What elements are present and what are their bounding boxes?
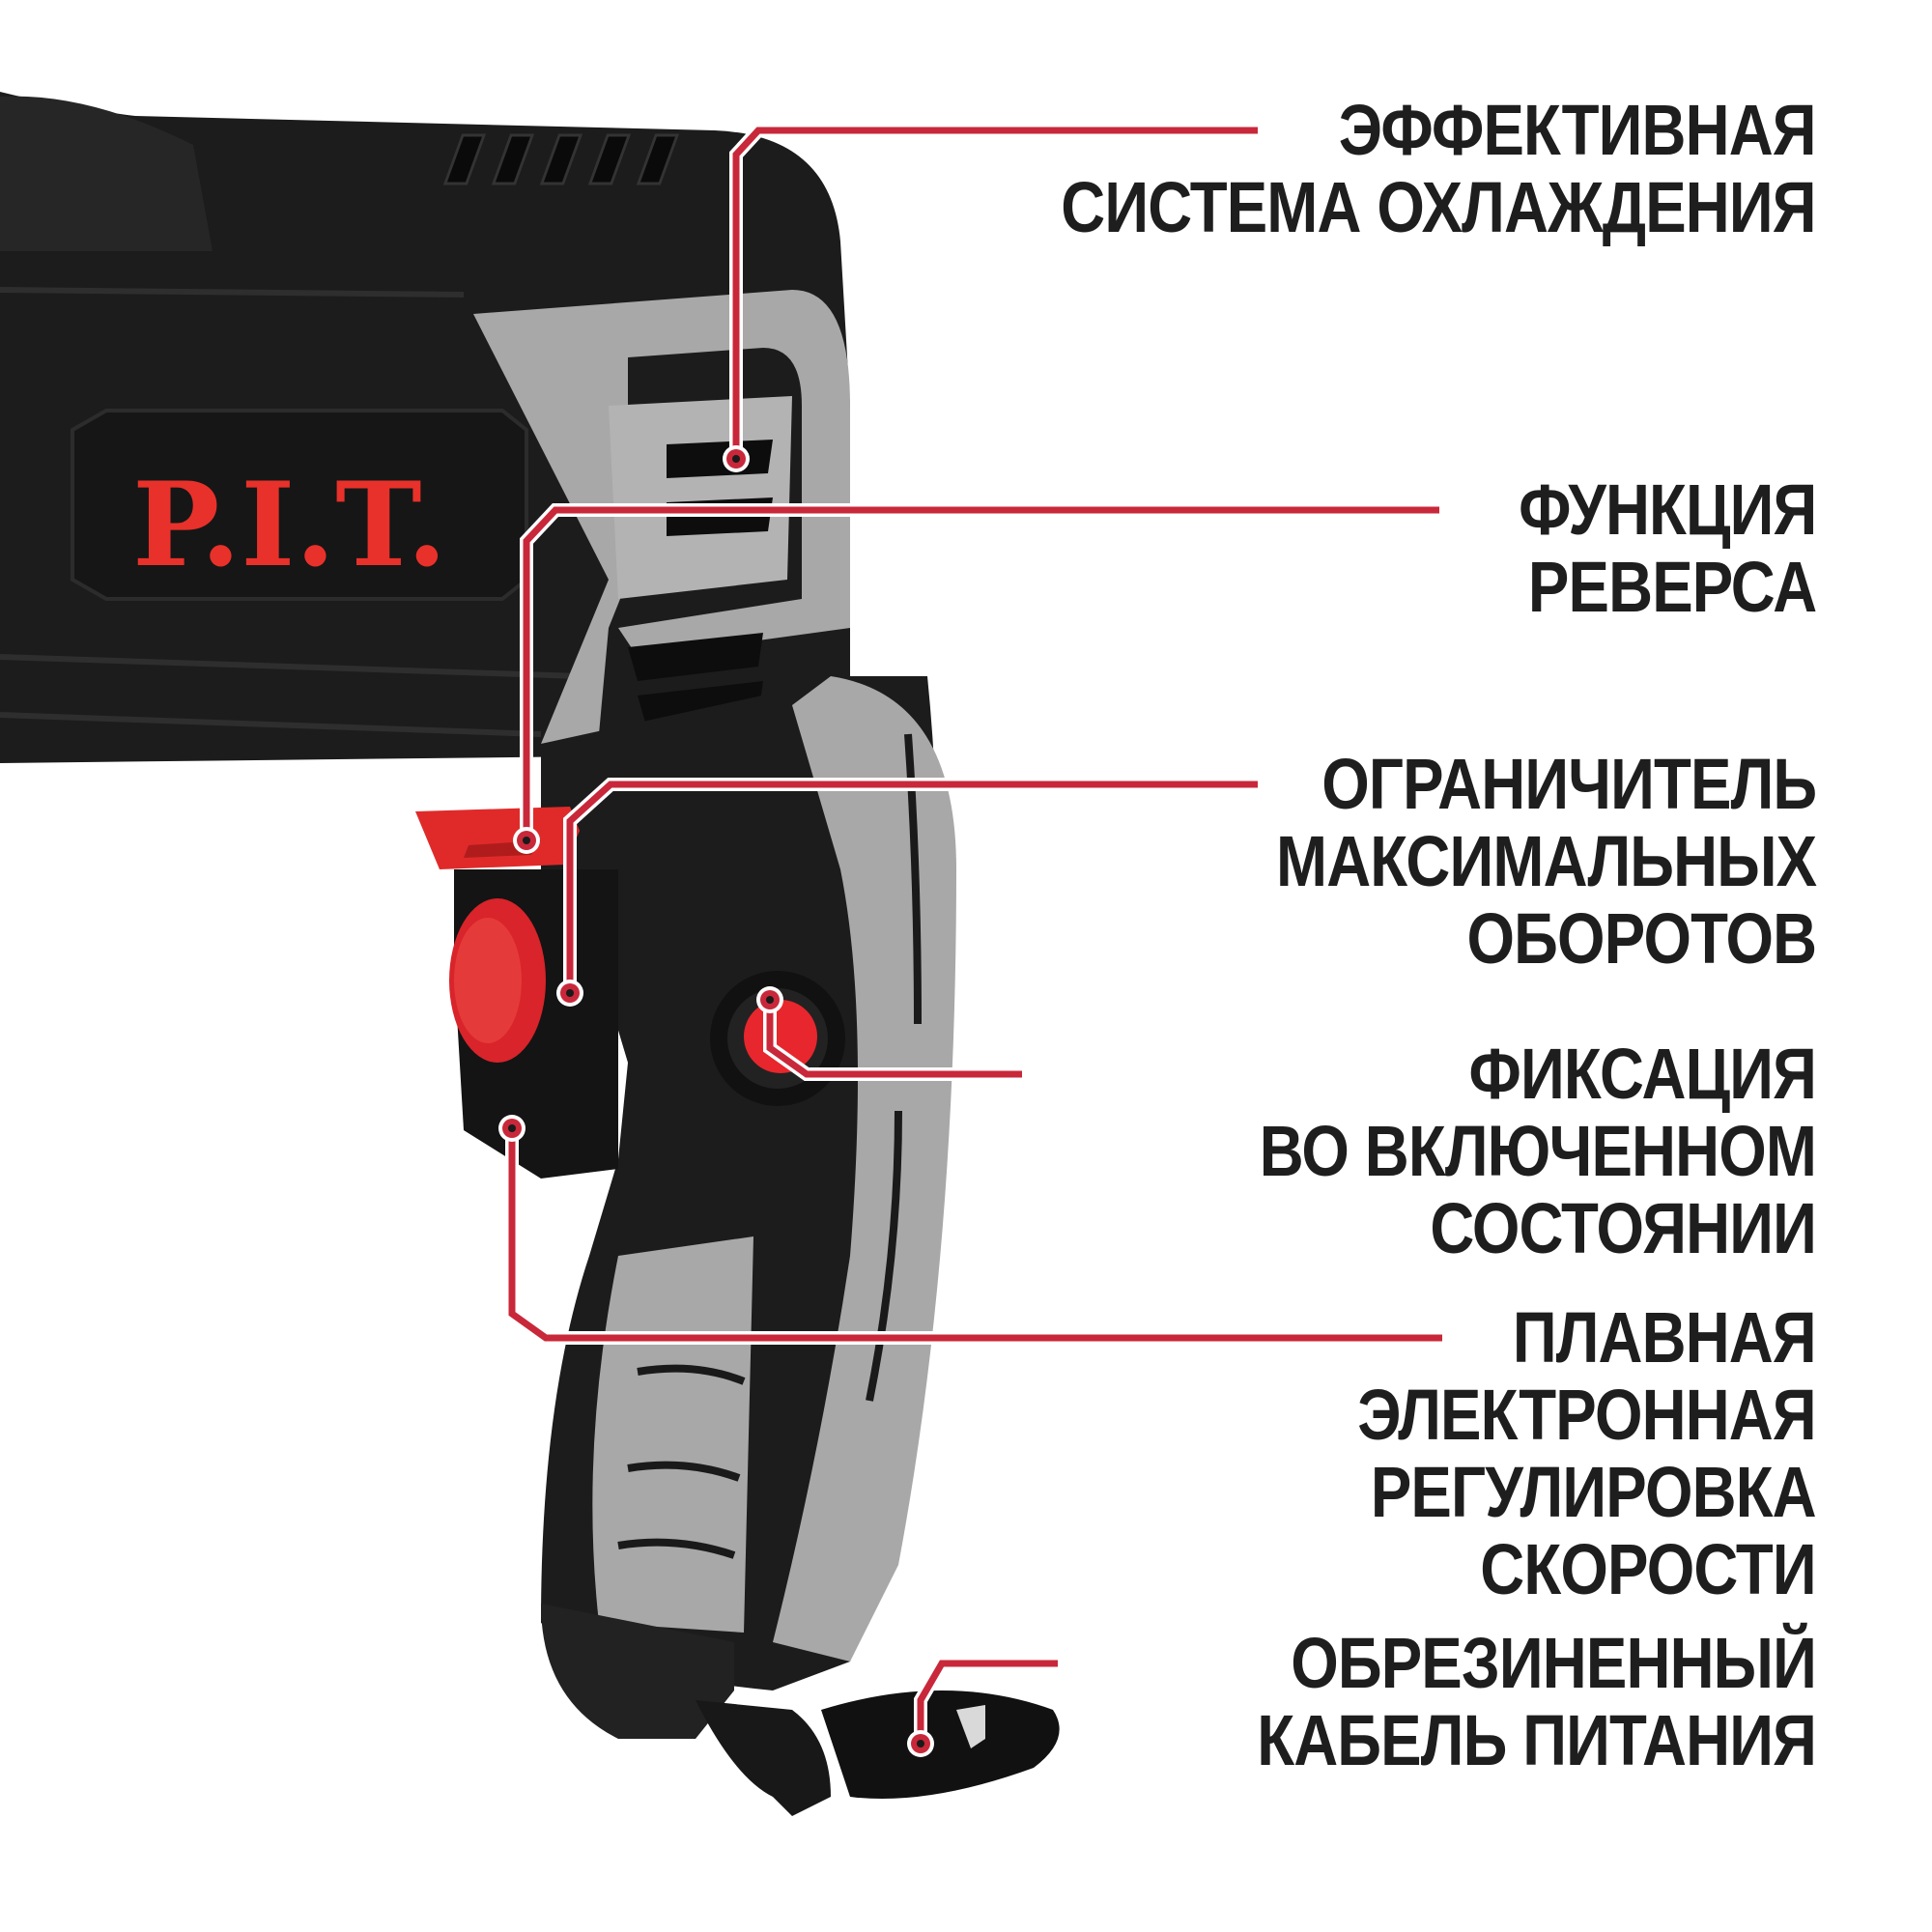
- callout-line-speed-control: [498, 1115, 1442, 1345]
- callout-text-line: ФУНКЦИЯ: [1518, 469, 1817, 550]
- callout-label-cable: ОБРЕЗИНЕННЫЙ КАБЕЛЬ ПИТАНИЯ: [1257, 1623, 1817, 1780]
- callout-text-line: ФИКСАЦИЯ: [1468, 1034, 1817, 1114]
- brand-logo-text: P.I.T.: [132, 457, 447, 593]
- callout-text-line: РЕВЕРСА: [1527, 547, 1817, 627]
- callout-label-speed-control: ПЛАВНАЯ ЭЛЕКТРОННАЯ РЕГУЛИРОВКА СКОРОСТИ: [1357, 1299, 1816, 1608]
- callout-text-line: ОГРАНИЧИТЕЛЬ: [1321, 744, 1817, 824]
- callout-line-cooling: [723, 124, 1258, 472]
- callout-text-line: ПЛАВНАЯ: [1513, 1297, 1817, 1378]
- callout-text-line: ОБРЕЗИНЕННЫЙ: [1291, 1623, 1817, 1703]
- callout-label-reverse: ФУНКЦИЯ РЕВЕРСА: [1518, 469, 1817, 627]
- callout-label-speed-limiter: ОГРАНИЧИТЕЛЬ МАКСИМАЛЬНЫХ ОБОРОТОВ: [1275, 744, 1817, 979]
- callout-text-line: РЕГУЛИРОВКА: [1371, 1452, 1817, 1532]
- callout-text-line: СОСТОЯНИИ: [1430, 1188, 1817, 1268]
- callout-text-line: СКОРОСТИ: [1480, 1529, 1816, 1609]
- callout-line-speed-limiter: [556, 778, 1258, 1007]
- callout-text-line: ЭФФЕКТИВНАЯ: [1339, 90, 1817, 170]
- callout-text-line: ВО ВКЛЮЧЕННОМ: [1259, 1111, 1817, 1191]
- callout-label-cooling: ЭФФЕКТИВНАЯ СИСТЕМА ОХЛАЖДЕНИЯ: [1061, 90, 1817, 247]
- callout-text-line: МАКСИМАЛЬНЫХ: [1275, 821, 1817, 901]
- callout-text-line: ОБОРОТОВ: [1466, 898, 1817, 979]
- callout-text-line: КАБЕЛЬ ПИТАНИЯ: [1257, 1700, 1817, 1780]
- callout-line-lock-on: [756, 986, 1022, 1081]
- callout-text-line: СИСТЕМА ОХЛАЖДЕНИЯ: [1061, 167, 1817, 247]
- callout-text-line: ЭЛЕКТРОННАЯ: [1357, 1375, 1816, 1455]
- callout-line-reverse: [513, 503, 1439, 854]
- callout-line-cable: [907, 1657, 1058, 1757]
- callout-label-lock-on: ФИКСАЦИЯ ВО ВКЛЮЧЕННОМ СОСТОЯНИИ: [1259, 1034, 1817, 1268]
